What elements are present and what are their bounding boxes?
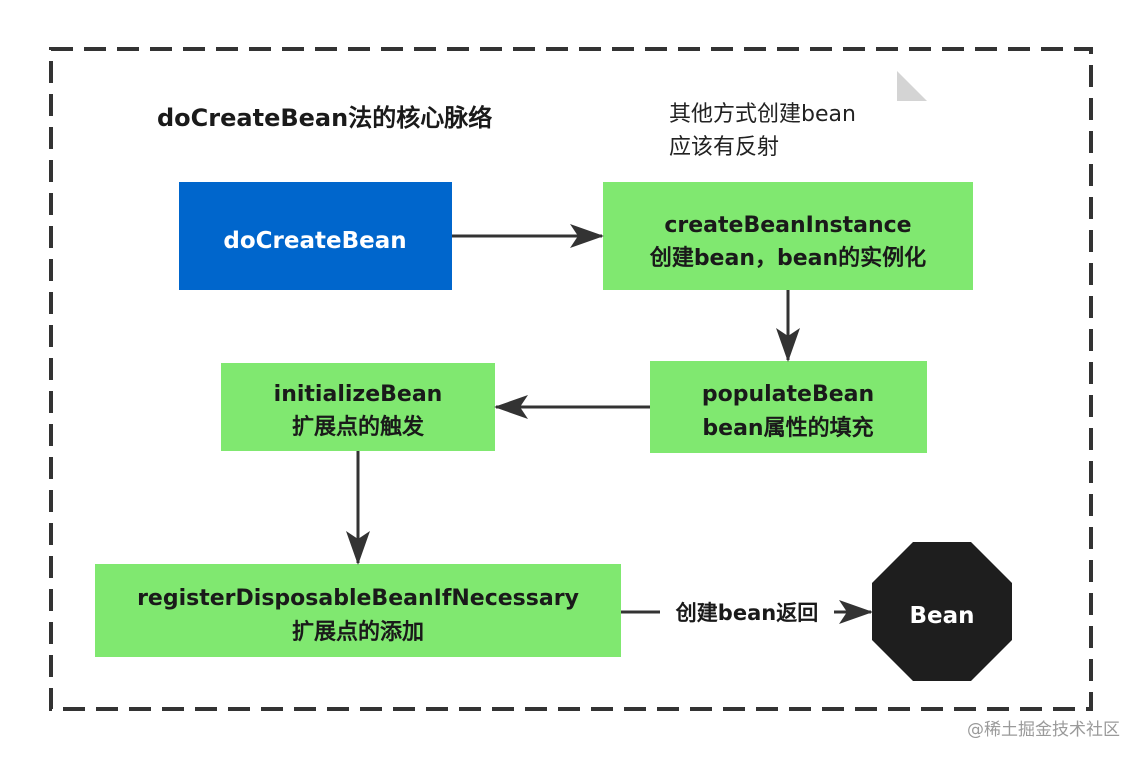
node-register-disposable-line1: registerDisposableBeanIfNecessary xyxy=(137,586,579,611)
node-create-bean-instance-line1: createBeanInstance xyxy=(664,213,911,238)
node-populate-bean-line2: bean属性的填充 xyxy=(702,415,873,441)
note-line-2: 应该有反射 xyxy=(669,135,779,160)
node-do-create-bean: doCreateBean xyxy=(179,182,452,290)
node-create-bean-instance-line2: 创建bean，bean的实例化 xyxy=(649,245,926,271)
node-initialize-bean-line2: 扩展点的触发 xyxy=(292,414,425,440)
node-initialize-bean-line1: initializeBean xyxy=(274,382,443,407)
node-populate-bean: populateBean bean属性的填充 xyxy=(650,361,927,453)
dashed-frame xyxy=(49,47,1093,711)
watermark: @稀土掘金技术社区 xyxy=(967,720,1120,740)
edge-return-label: 创建bean返回 xyxy=(675,601,818,625)
node-initialize-bean: initializeBean 扩展点的触发 xyxy=(221,363,495,451)
note-corner-icon xyxy=(897,71,927,101)
node-bean-label: Bean xyxy=(909,603,974,629)
note-line-1: 其他方式创建bean xyxy=(669,102,856,127)
node-register-disposable: registerDisposableBeanIfNecessary 扩展点的添加 xyxy=(95,564,621,657)
diagram-title: doCreateBean法的核心脉络 xyxy=(157,104,492,132)
node-create-bean-instance: createBeanInstance 创建bean，bean的实例化 xyxy=(603,182,973,290)
node-populate-bean-line1: populateBean xyxy=(702,382,874,407)
node-register-disposable-line2: 扩展点的添加 xyxy=(292,619,424,645)
node-bean-terminal: Bean xyxy=(872,542,1012,681)
node-do-create-bean-label: doCreateBean xyxy=(223,228,406,254)
